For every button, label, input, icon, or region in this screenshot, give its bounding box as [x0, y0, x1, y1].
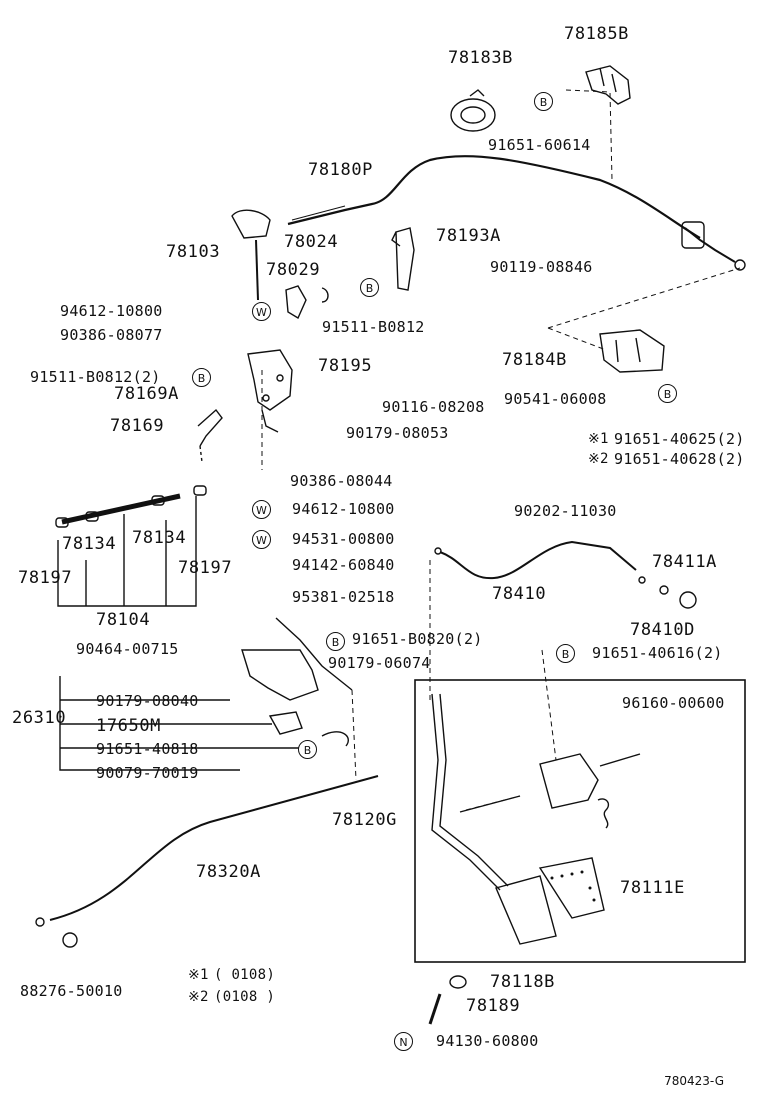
label-91651-b0820: 91651-B0820(2) — [352, 630, 483, 648]
note-mark-1b: ※1 — [188, 967, 209, 983]
label-78104: 78104 — [96, 610, 151, 630]
note-mark-2: ※2 — [588, 451, 609, 467]
note-mark-2b: ※2 — [188, 989, 209, 1005]
label-78410d: 78410D — [630, 620, 696, 640]
b-symbol-icon: B — [556, 644, 575, 663]
lever-78103 — [231, 209, 271, 239]
label-78024: 78024 — [284, 232, 339, 252]
label-96160-00600: 96160-00600 — [622, 694, 725, 712]
b-symbol-icon: B — [326, 632, 345, 651]
arm-78169 — [197, 408, 223, 447]
w-symbol-icon: W — [252, 530, 271, 549]
assembly-26310 — [241, 649, 319, 701]
note-range-2: (0108 ) — [214, 989, 276, 1005]
label-88276-50010: 88276-50010 — [20, 982, 123, 1000]
label-91511-b0812: 91511-B0812 — [322, 318, 425, 336]
w-symbol-icon: W — [252, 302, 271, 321]
pedal-box — [414, 679, 746, 963]
note-range-1: ( 0108) — [214, 967, 276, 983]
label-90541-06008: 90541-06008 — [504, 390, 607, 408]
label-78134b: 78134 — [132, 528, 187, 548]
part-17650m — [268, 711, 303, 735]
label-78029: 78029 — [266, 260, 321, 280]
label-78103: 78103 — [166, 242, 221, 262]
n-symbol-icon: N — [394, 1032, 413, 1051]
label-78410: 78410 — [492, 584, 547, 604]
label-26310: 26310 — [12, 708, 67, 728]
pedal-pad — [495, 875, 557, 945]
label-78183b: 78183B — [448, 48, 514, 68]
note-mark-1: ※1 — [588, 431, 609, 447]
b-symbol-icon: B — [298, 740, 317, 759]
label-90179-08053: 90179-08053 — [346, 424, 449, 442]
label-90202-11030: 90202-11030 — [514, 502, 617, 520]
label-90386-08044: 90386-08044 — [290, 472, 393, 490]
rod-78104 — [61, 493, 181, 525]
cable-end-right — [684, 227, 736, 263]
label-90079-70019: 90079-70019 — [96, 764, 199, 782]
label-78169: 78169 — [110, 416, 165, 436]
label-90464-00715: 90464-00715 — [76, 640, 179, 658]
label-78134a: 78134 — [62, 534, 117, 554]
w-symbol-icon: W — [252, 500, 271, 519]
label-78193a: 78193A — [436, 226, 502, 246]
end-88276-50010 — [62, 932, 78, 948]
label-95381-02518: 95381-02518 — [292, 588, 395, 606]
bracket-78195 — [247, 349, 293, 411]
b-symbol-icon: B — [658, 384, 677, 403]
b-symbol-icon: B — [534, 92, 553, 111]
label-78169a: 78169A — [114, 384, 180, 404]
figure-id: 780423-G — [664, 1074, 724, 1088]
label-91651-40628: 91651-40628(2) — [614, 450, 745, 468]
spring — [597, 798, 610, 829]
bracket-78185b — [585, 65, 631, 105]
label-91651-40616: 91651-40616(2) — [592, 644, 723, 662]
label-78189: 78189 — [466, 996, 521, 1016]
b-symbol-icon: B — [360, 278, 379, 297]
nut-78411a — [679, 591, 697, 609]
label-94612-10800: 94612-10800 — [60, 302, 163, 320]
label-91651-60614: 91651-60614 — [488, 136, 591, 154]
label-90179-06074: 90179-06074 — [328, 654, 431, 672]
label-78185b: 78185B — [564, 24, 630, 44]
label-91651-40625: 91651-40625(2) — [614, 430, 745, 448]
clamp-78183b — [450, 98, 496, 132]
b-symbol-icon: B — [192, 368, 211, 387]
label-78197a: 78197 — [18, 568, 73, 588]
bracket-78184b — [599, 329, 665, 373]
label-78180p: 78180P — [308, 160, 374, 180]
cable-78320a — [49, 775, 379, 921]
label-78120g: 78120G — [332, 810, 398, 830]
bracket-78193a — [395, 227, 415, 291]
cable-78180p-inner — [291, 205, 346, 221]
label-90116-08208: 90116-08208 — [382, 398, 485, 416]
label-90386-08077: 90386-08077 — [60, 326, 163, 344]
label-94612-10800b: 94612-10800 — [292, 500, 395, 518]
label-78184b: 78184B — [502, 350, 568, 370]
label-94531-00800: 94531-00800 — [292, 530, 395, 548]
label-90179-08040: 90179-08040 — [96, 692, 199, 710]
label-78411a: 78411A — [652, 552, 718, 572]
label-91651-40818: 91651-40818 — [96, 740, 199, 758]
bracket-78104 — [57, 496, 197, 607]
cable-78410 — [439, 540, 637, 580]
label-17650m: 17650M — [96, 716, 162, 736]
label-78118b: 78118B — [490, 972, 556, 992]
pedal-bracket — [539, 753, 599, 809]
label-94142-60840: 94142-60840 — [292, 556, 395, 574]
label-78320a: 78320A — [196, 862, 262, 882]
label-78195: 78195 — [318, 356, 373, 376]
label-78197b: 78197 — [178, 558, 233, 578]
label-91511-b0812-2: 91511-B0812(2) — [30, 368, 161, 386]
pad-78111e — [538, 857, 605, 919]
clip-78029 — [285, 285, 307, 320]
label-94130-60800: 94130-60800 — [436, 1032, 539, 1050]
label-78111e: 78111E — [620, 878, 686, 898]
label-90119-08846: 90119-08846 — [490, 258, 593, 276]
pedal-arm-78120g — [431, 693, 501, 891]
cable-78180p — [287, 154, 701, 239]
